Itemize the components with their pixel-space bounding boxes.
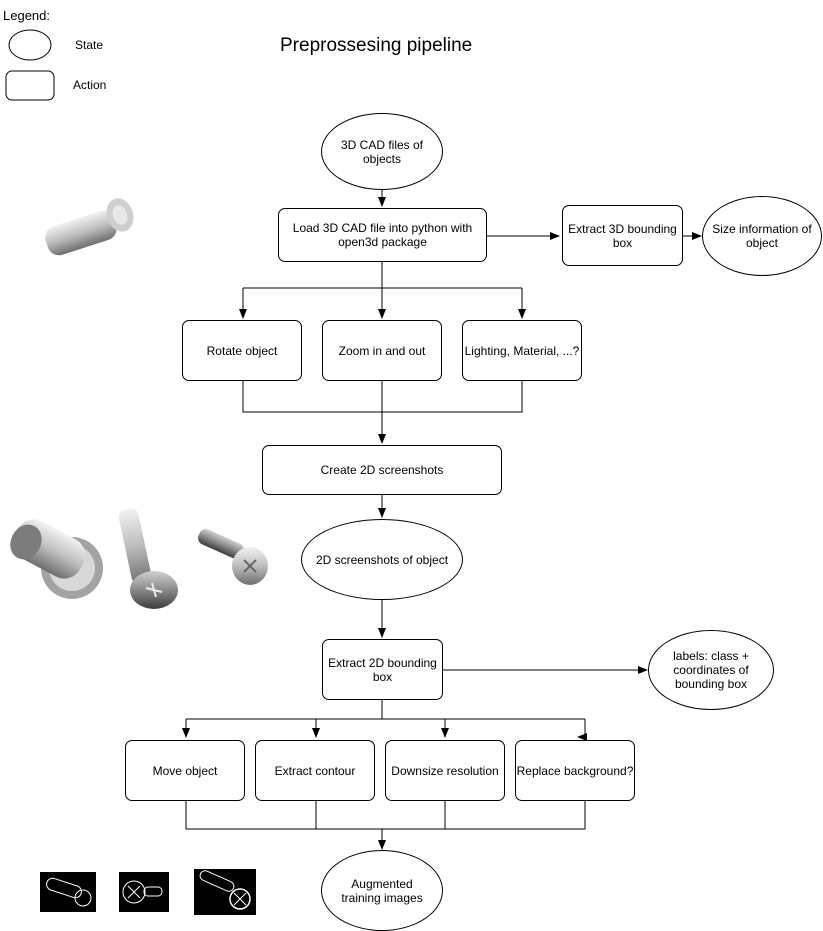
action-lighting: Lighting, Material, ...? [462,320,582,381]
edge-extract2d-split [186,700,585,720]
edge-merge-1 [242,381,523,413]
screenshot-picture-3 [198,529,268,585]
edge-merge-2 [185,801,586,830]
state-cad-files: 3D CAD files of objects [321,113,443,190]
legend-action-shape [5,70,55,101]
legend-action-label: Action [73,78,107,92]
state-augmented-images: Augmented training images [321,850,443,931]
legend-state-shape [8,29,52,61]
action-move: Move object [125,740,245,801]
action-extract-2d-bbox: Extract 2D bounding box [322,639,443,700]
action-extract-3d-bbox: Extract 3D bounding box [562,205,683,266]
legend-state-label: State [75,38,104,52]
state-2d-screenshots: 2D screenshots of object [301,519,463,600]
legend-title: Legend: [3,8,50,23]
screenshot-picture-2 [118,508,178,609]
action-zoom: Zoom in and out [322,320,442,381]
state-labels: labels: class + coordinates of bounding … [648,630,774,710]
state-size-info: Size information of object [702,196,822,276]
augmented-thumbnail-3 [194,869,256,915]
screenshot-picture-1 [10,519,103,599]
action-create-screenshots: Create 2D screenshots [262,445,502,495]
edge-load-split [243,262,522,289]
action-load-cad: Load 3D CAD file into python with open3d… [278,208,487,262]
page-title: Preprossesing pipeline [280,35,473,56]
action-rotate: Rotate object [182,320,302,381]
action-downsize: Downsize resolution [385,740,505,801]
edge-to-background [577,719,587,741]
action-replace-background: Replace background? [515,740,635,801]
augmented-thumbnail-2 [119,872,169,912]
cad-object-picture [45,198,134,256]
augmented-thumbnail-1 [40,872,96,912]
action-extract-contour: Extract contour [255,740,375,801]
